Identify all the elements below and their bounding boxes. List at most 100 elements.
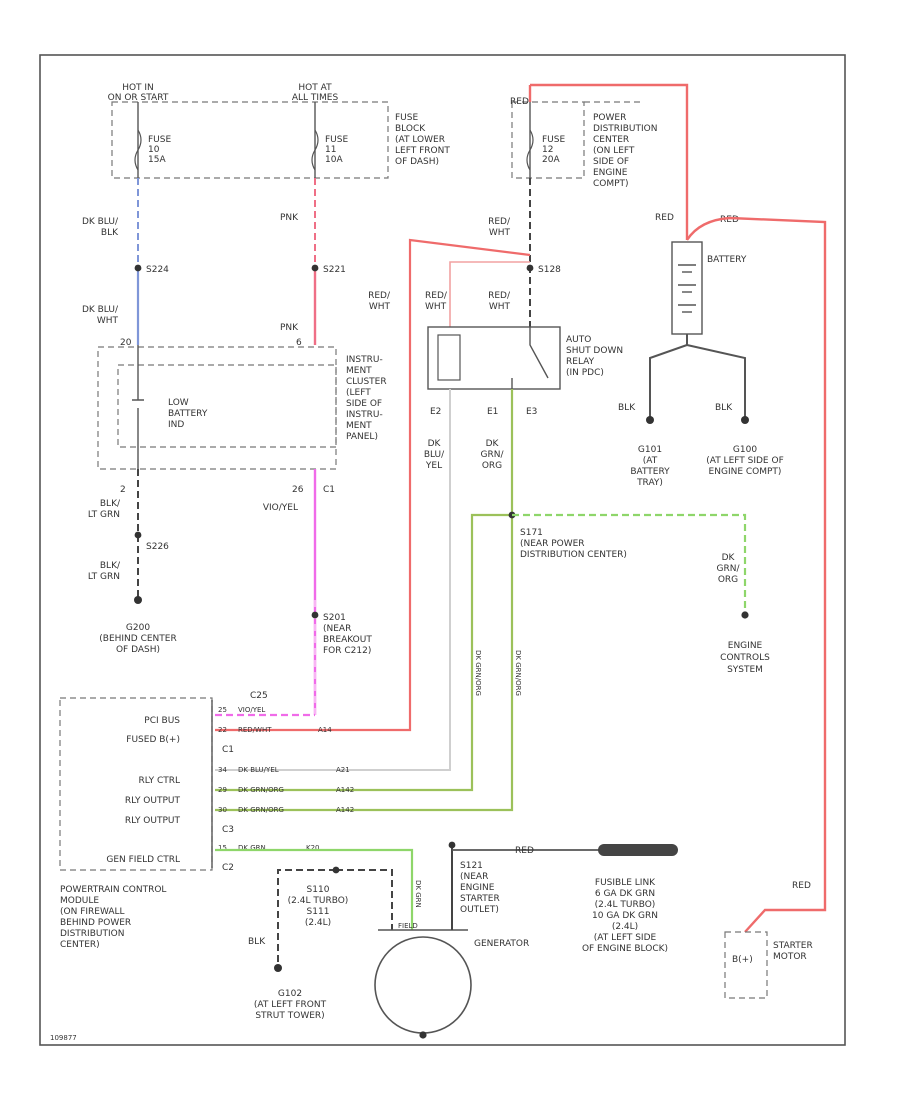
wire-label-dk-blu-blk: DK BLU/BLK bbox=[82, 217, 119, 238]
low-battery-lamp-box bbox=[117, 364, 337, 448]
splice-s221-label: S221 bbox=[323, 265, 346, 275]
pcm-row-rly-ctrl: RLY CTRL 34 DK BLU/YEL A21 bbox=[139, 766, 350, 786]
pdc-outline bbox=[511, 101, 585, 179]
splice-s226-dot bbox=[134, 531, 142, 539]
ground-g100-dot bbox=[741, 416, 749, 424]
fuse-11 bbox=[311, 102, 319, 178]
splice-s128-label: S128 bbox=[538, 265, 561, 275]
svg-text:K20: K20 bbox=[306, 844, 320, 852]
svg-text:RLY CTRL: RLY CTRL bbox=[139, 776, 180, 786]
relay-coil bbox=[437, 334, 461, 381]
svg-text:FUSED B(+): FUSED B(+) bbox=[126, 735, 180, 745]
wire-dk-grn-org-main bbox=[215, 389, 514, 812]
wire-blk-s110 bbox=[277, 869, 393, 968]
splice-s110-dot bbox=[332, 866, 340, 874]
svg-text:29: 29 bbox=[218, 786, 227, 794]
battery-icon bbox=[671, 241, 703, 335]
svg-text:GEN FIELD CTRL: GEN FIELD CTRL bbox=[106, 855, 180, 865]
svg-text:34: 34 bbox=[218, 766, 227, 774]
relay-pin-e3: E3 bbox=[526, 407, 537, 417]
wire-label-red-battery: RED bbox=[655, 213, 674, 223]
cluster-pin-2: 2 bbox=[120, 485, 126, 495]
cluster-pin-20: 20 bbox=[120, 338, 132, 348]
cluster-connector-c1: C1 bbox=[323, 485, 335, 495]
wire-red-wht-to-relay-coil bbox=[449, 261, 530, 327]
diagram-border bbox=[39, 54, 846, 1046]
svg-text:RLY OUTPUT: RLY OUTPUT bbox=[125, 796, 181, 806]
svg-text:30: 30 bbox=[218, 806, 227, 814]
wire-dk-grn-org-branch bbox=[215, 513, 512, 792]
svg-text:A142: A142 bbox=[336, 786, 354, 794]
splice-s121-dot bbox=[448, 841, 456, 849]
wire-label-blk-lt-grn-2: BLK/LT GRN bbox=[88, 561, 121, 582]
wire-label-blk-lt-grn-1: BLK/LT GRN bbox=[88, 499, 121, 520]
figure-id: 109877 bbox=[50, 1034, 77, 1042]
splice-s201-dot bbox=[311, 611, 319, 619]
wire-blk-battery-ground bbox=[649, 334, 746, 420]
splice-s221-dot bbox=[311, 264, 319, 272]
wire-label-red-wht-right: RED/WHT bbox=[488, 291, 511, 312]
wire-label-blk-g102: BLK bbox=[248, 937, 266, 947]
wire-label-vio-yel: VIO/YEL bbox=[263, 503, 298, 513]
fusible-link-icon bbox=[598, 844, 678, 856]
wire-label-dk-blu-wht: DK BLU/WHT bbox=[82, 305, 119, 326]
starter-terminal-label: B(+) bbox=[732, 955, 753, 965]
wire-dk-grn-gen-field bbox=[215, 848, 414, 930]
pcm-c2-bottom-label: C2 bbox=[222, 863, 234, 873]
wire-label-red-wht-left-1: RED/WHT bbox=[368, 291, 391, 312]
splice-s128-dot bbox=[526, 264, 534, 272]
generator-label: GENERATOR bbox=[474, 939, 529, 949]
cluster-pin-26: 26 bbox=[292, 485, 304, 495]
generator-ground-dot bbox=[419, 1031, 427, 1039]
svg-text:15: 15 bbox=[218, 844, 227, 852]
ground-g102-dot bbox=[274, 964, 282, 972]
wire-label-dk-grn-org-v1: DK GRN/ORG bbox=[474, 650, 482, 696]
svg-text:PCI BUS: PCI BUS bbox=[144, 716, 180, 726]
svg-text:25: 25 bbox=[218, 706, 227, 714]
wire-red-starter bbox=[685, 216, 827, 933]
relay-switch bbox=[511, 327, 549, 389]
pcm-c2-label: C25 bbox=[250, 691, 268, 701]
relay-pin-e2: E2 bbox=[430, 407, 441, 417]
wire-label-blk-g100: BLK bbox=[715, 403, 733, 413]
relay-pin-e1: E1 bbox=[487, 407, 498, 417]
wire-label-dk-grn-gen: DK GRN bbox=[414, 880, 422, 908]
pcm-c3-label: C3 bbox=[222, 825, 234, 835]
asd-relay-box bbox=[427, 326, 561, 390]
svg-text:DK GRN: DK GRN bbox=[238, 844, 266, 852]
fuse-block-outline bbox=[111, 101, 389, 179]
wire-label-red-starter: RED bbox=[792, 881, 811, 891]
wire-label-red-wht-left-2: RED/WHT bbox=[425, 291, 448, 312]
splice-s110-label: S110(2.4L TURBO)S111(2.4L) bbox=[288, 885, 349, 928]
engine-controls-dot bbox=[741, 611, 749, 619]
battery-label: BATTERY bbox=[707, 255, 747, 265]
pcm-row-fused-b: FUSED B(+) 22 RED/WHT A14 bbox=[126, 726, 332, 745]
wire-red-wht-to-pcm bbox=[215, 238, 531, 732]
pcm-row-rly-output-1: RLY OUTPUT 29 DK GRN/ORG A142 bbox=[125, 786, 354, 806]
pcm-row-rly-output-2: RLY OUTPUT 30 DK GRN/ORG A142 bbox=[125, 806, 354, 826]
splice-s226-label: S226 bbox=[146, 542, 169, 552]
wire-label-pnk-upper: PNK bbox=[280, 213, 299, 223]
starter-motor-box bbox=[724, 931, 768, 999]
splice-s224-label: S224 bbox=[146, 265, 169, 275]
svg-text:VIO/YEL: VIO/YEL bbox=[238, 706, 265, 714]
svg-text:A142: A142 bbox=[336, 806, 354, 814]
